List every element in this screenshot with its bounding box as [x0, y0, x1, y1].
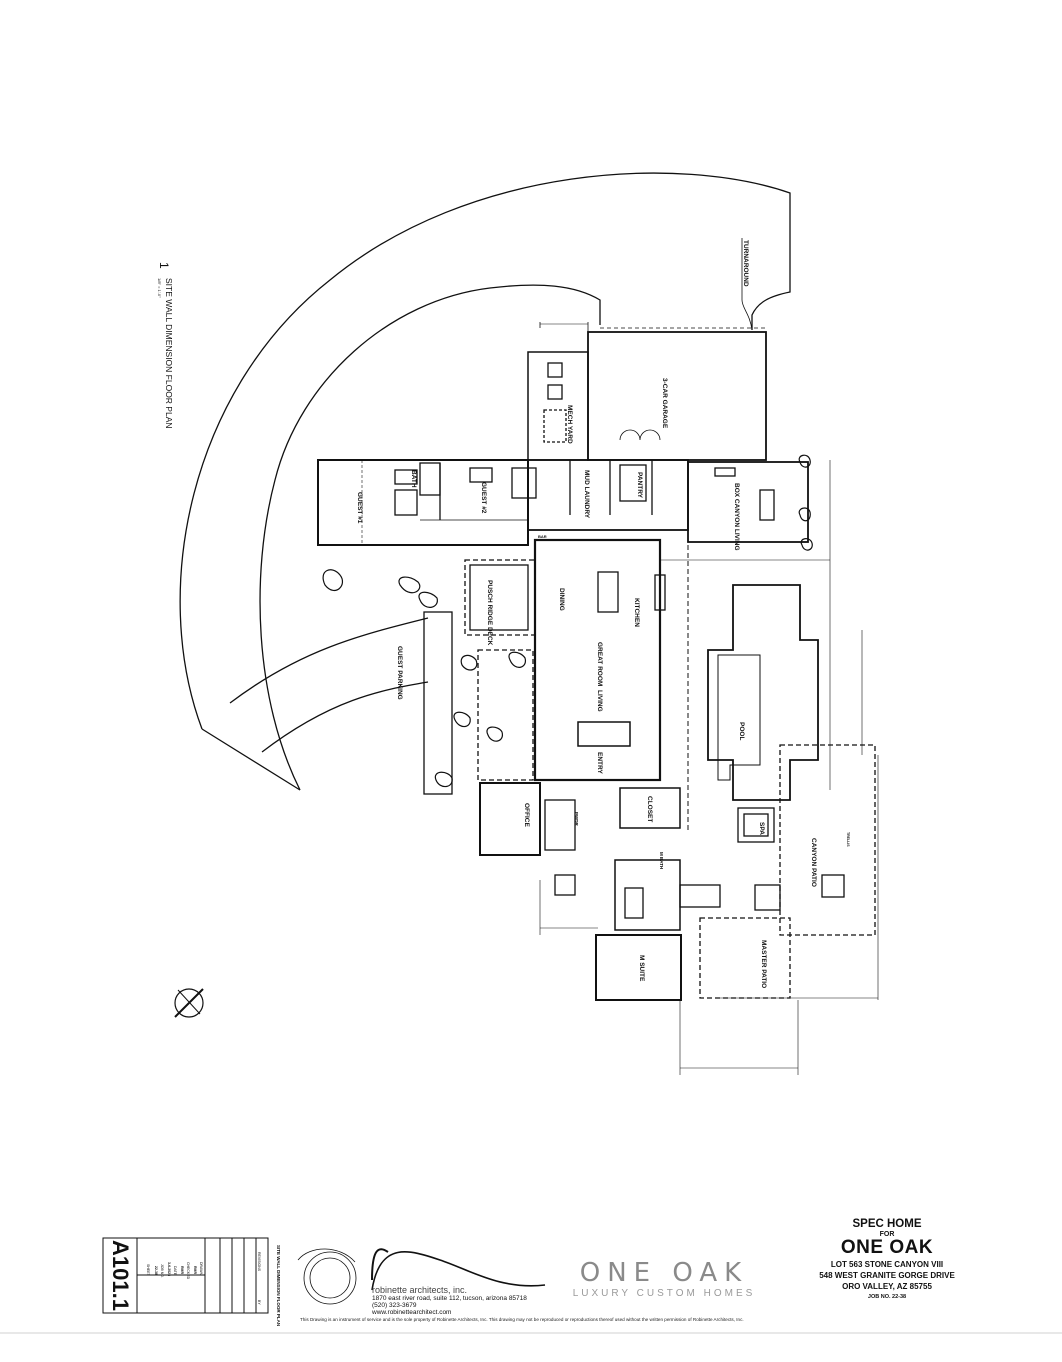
label-guest1: GUEST #1 — [356, 492, 363, 524]
office-outline — [479, 782, 541, 856]
label-living: LIVING — [596, 690, 603, 712]
architect-seal-icon — [297, 1248, 546, 1305]
label-canyon-patio: CANYON PATIO — [810, 838, 817, 887]
bottom-rule — [0, 1332, 1062, 1334]
street-line: 548 WEST GRANITE GORGE DRIVE — [819, 1271, 955, 1280]
firm-web: www.robinettearchitect.com — [372, 1309, 452, 1316]
sheet-checked-label: CHECKED — [186, 1262, 190, 1280]
sheet-job: 22-38 — [154, 1266, 158, 1275]
label-garage: 3-CAR GARAGE — [661, 378, 668, 429]
pusch-ridge-deck-outline — [464, 559, 536, 636]
label-entry: ENTRY — [596, 752, 603, 774]
project-name: ONE OAK — [840, 1237, 934, 1258]
sheet-drawn-label: DRAWN — [199, 1262, 203, 1276]
label-guest2: GUEST #2 — [480, 482, 487, 514]
label-spa: SPA — [758, 822, 765, 835]
driveway-outer-curve — [179, 172, 791, 730]
label-trellis: TRELLIS — [846, 832, 850, 847]
drawing-title: SITE WALL DIMENSION FLOOR PLAN — [164, 278, 174, 429]
label-turnaround: TURNAROUND — [742, 240, 749, 287]
sheet-date: 3-6-2023 — [167, 1262, 171, 1276]
label-pantry: PANTRY — [636, 472, 643, 499]
service-core-outline — [527, 459, 689, 531]
guest-wing-outline — [317, 459, 529, 546]
box-canyon-living-outline — [687, 461, 809, 543]
label-great-room: GREAT ROOM — [596, 642, 603, 686]
one-oak-logo: ONE OAK LUXURY CUSTOM HOMES — [568, 1258, 760, 1299]
firm-phone: (520) 323-3679 — [372, 1302, 417, 1309]
label-mud-laundry: MUD LAUNDRY — [583, 470, 590, 519]
label-guest-parking: GUEST PARKING — [396, 646, 403, 700]
sheet-revisions: REVISIONS — [257, 1252, 261, 1272]
sheet-title: SITE WALL DIMENSION FLOOR PLAN — [276, 1245, 281, 1326]
label-master-patio: MASTER PATIO — [760, 940, 767, 988]
label-kitchen: KITCHEN — [633, 598, 640, 627]
pool-outline — [707, 584, 819, 801]
label-dining: DINING — [558, 588, 565, 611]
master-suite-outline — [595, 934, 682, 1001]
label-office: OFFICE — [523, 803, 530, 827]
label-mech-yard: MECH YARD — [566, 405, 573, 444]
job-number: JOB NO. 22-38 — [867, 1294, 907, 1300]
logo-tagline: LUXURY CUSTOM HOMES — [572, 1288, 756, 1299]
label-pool: POOL — [738, 722, 745, 740]
sheet-number: A101.1 — [108, 1240, 133, 1311]
sheet-date-label: DATE — [173, 1266, 177, 1276]
logo-wordmark: ONE OAK — [579, 1258, 749, 1288]
garage-outline — [587, 331, 767, 461]
label-powder: PWDR — [574, 812, 579, 826]
label-box-canyon-living: BOX CANYON LIVING — [733, 483, 740, 551]
mech-yard-outline — [527, 351, 589, 461]
label-closet: CLOSET — [646, 796, 653, 822]
project-title-block: SPEC HOME FOR ONE OAK LOT 563 STONE CANY… — [812, 1218, 962, 1300]
label-m-suite: M SUITE — [638, 955, 645, 982]
sheet-drawn-by: RMR — [193, 1266, 197, 1274]
label-m-bath: M BATH — [659, 852, 664, 869]
architect-firm-block: robinette architects, inc. 1870 east riv… — [372, 1285, 550, 1316]
city-line: ORO VALLEY, AZ 85755 — [842, 1282, 932, 1291]
sheet-by: BY — [257, 1300, 261, 1305]
guest-parking-area — [423, 611, 453, 795]
sheet-job-label: JOB NO. — [160, 1264, 164, 1278]
label-pusch-ridge-deck: PUSCH RIDGE DECK — [486, 580, 493, 646]
for-label: FOR — [879, 1231, 895, 1238]
label-bath: BATH — [410, 470, 417, 488]
firm-name: robinette architects, inc. — [372, 1285, 468, 1295]
sheet-title-block-frame — [102, 1237, 269, 1314]
lot-line: LOT 563 STONE CANYON VIII — [830, 1260, 944, 1269]
sheet-sheet-label: SHEET — [146, 1264, 150, 1277]
driveway-end — [201, 728, 301, 791]
label-bar: BAR — [538, 534, 547, 539]
drawing-scale: 1/8" = 1'-0" — [157, 278, 162, 298]
disclaimer-text: This Drawing is an instrument of service… — [300, 1317, 744, 1322]
spec-home-heading: SPEC HOME — [852, 1218, 922, 1230]
sheet-checked-by: RMR — [180, 1266, 184, 1274]
drawing-title-number: 1 — [157, 262, 171, 269]
canyon-patio-outline — [779, 744, 876, 936]
firm-address: 1870 east river road, suite 112, tucson,… — [372, 1295, 527, 1302]
driveway-inner-curve — [259, 284, 601, 791]
north-arrow-icon — [174, 988, 204, 1018]
